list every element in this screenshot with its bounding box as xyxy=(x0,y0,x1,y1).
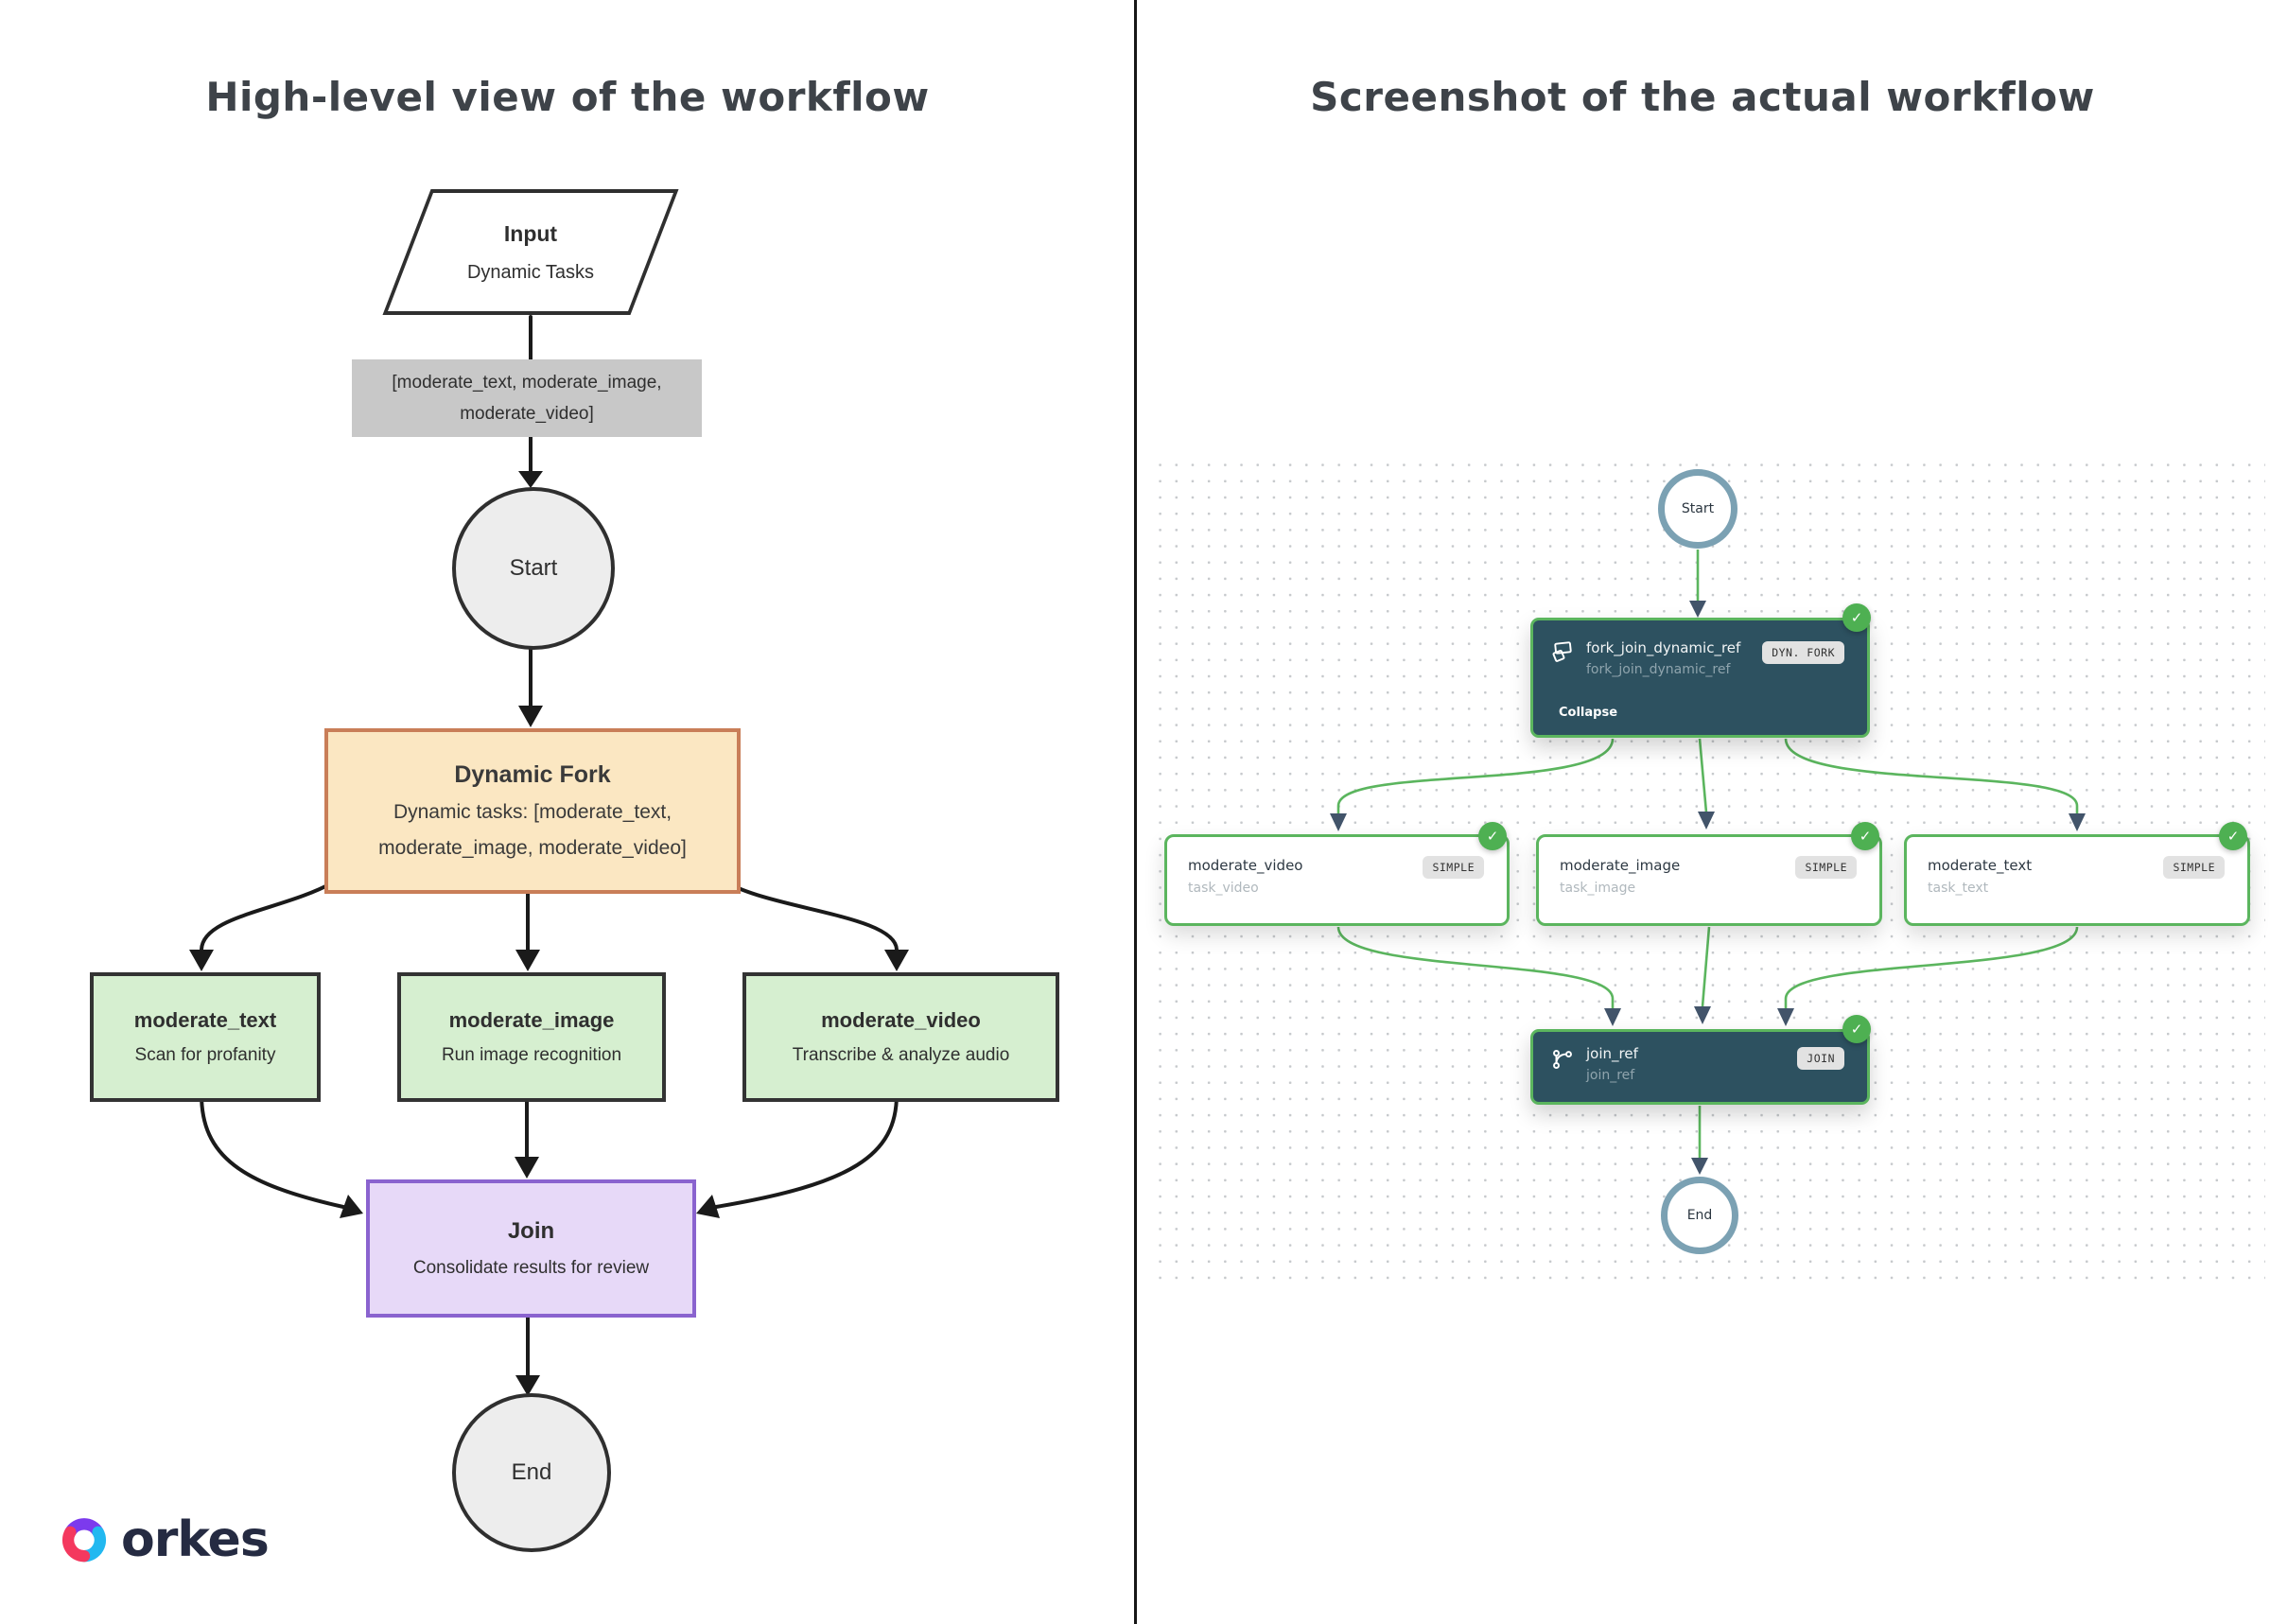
wf-task-ref: task_image xyxy=(1560,881,1636,896)
left-task-moderate-image: moderate_image Run image recognition xyxy=(397,972,666,1102)
wf-task-title: moderate_video xyxy=(1188,857,1303,874)
dynamic-fork-icon xyxy=(1550,639,1576,669)
left-join-node: Join Consolidate results for review xyxy=(366,1179,696,1318)
wf-task-type-badge: SIMPLE xyxy=(1423,856,1484,879)
wf-fork-collapse-link[interactable]: Collapse xyxy=(1559,706,1618,720)
task-subtitle: Scan for profanity xyxy=(134,1045,276,1065)
left-join-subtitle: Consolidate results for review xyxy=(412,1258,650,1278)
wf-join-node-card[interactable]: join_ref join_ref JOIN xyxy=(1530,1029,1870,1105)
task-title: moderate_text xyxy=(133,1008,277,1032)
right-panel-title: Screenshot of the actual workflow xyxy=(1310,74,2095,120)
wf-task-title: moderate_image xyxy=(1560,857,1681,874)
dynamic-tasks-label: [moderate_text, moderate_image, moderate… xyxy=(352,359,702,437)
left-fork-line1: Dynamic tasks: [moderate_text, xyxy=(393,801,672,823)
task-title: moderate_video xyxy=(821,1008,981,1032)
check-icon: ✓ xyxy=(1842,1015,1871,1043)
wf-task-moderate-video-card[interactable]: moderate_video task_video SIMPLE xyxy=(1164,834,1510,926)
wf-end-node[interactable]: End xyxy=(1661,1177,1738,1254)
task-subtitle: Run image recognition xyxy=(441,1045,622,1065)
dynamic-tasks-label-line1: [moderate_text, moderate_image, xyxy=(392,372,662,393)
wf-fork-type-badge: DYN. FORK xyxy=(1762,641,1844,664)
left-fork-line2: moderate_image, moderate_video] xyxy=(378,837,687,859)
wf-task-type-badge: SIMPLE xyxy=(2163,856,2225,879)
orkes-logo-icon xyxy=(59,1512,110,1568)
wf-task-ref: task_text xyxy=(1928,881,1989,896)
left-fork-title: Dynamic Fork xyxy=(454,761,611,788)
wf-start-node[interactable]: Start xyxy=(1658,469,1737,549)
left-join-title: Join xyxy=(507,1218,555,1244)
check-icon: ✓ xyxy=(1478,822,1507,850)
wf-join-type-badge: JOIN xyxy=(1797,1047,1844,1070)
wf-task-title: moderate_text xyxy=(1928,857,2033,874)
orkes-logo-wordmark: orkes xyxy=(121,1511,270,1568)
wf-task-type-badge: SIMPLE xyxy=(1795,856,1857,879)
orkes-logo: orkes xyxy=(59,1511,270,1568)
left-panel-title: High-level view of the workflow xyxy=(205,74,930,120)
wf-fork-title: fork_join_dynamic_ref xyxy=(1586,639,1741,656)
input-node-subtitle: Dynamic Tasks xyxy=(466,261,595,283)
left-dynamic-fork-node: Dynamic Fork Dynamic tasks: [moderate_te… xyxy=(324,728,741,894)
task-subtitle: Transcribe & analyze audio xyxy=(792,1045,1010,1065)
left-task-moderate-video: moderate_video Transcribe & analyze audi… xyxy=(742,972,1059,1102)
left-start-node: Start xyxy=(452,487,615,650)
check-icon: ✓ xyxy=(2219,822,2247,850)
wf-fork-node-card[interactable]: fork_join_dynamic_ref fork_join_dynamic_… xyxy=(1530,618,1870,738)
check-icon: ✓ xyxy=(1851,822,1879,850)
wf-fork-ref: fork_join_dynamic_ref xyxy=(1586,662,1731,677)
wf-task-ref: task_video xyxy=(1188,881,1259,896)
wf-task-moderate-text-card[interactable]: moderate_text task_text SIMPLE xyxy=(1904,834,2250,926)
wf-task-moderate-image-card[interactable]: moderate_image task_image SIMPLE xyxy=(1536,834,1882,926)
join-icon xyxy=(1550,1047,1575,1075)
left-task-moderate-text: moderate_text Scan for profanity xyxy=(90,972,321,1102)
wf-join-ref: join_ref xyxy=(1586,1068,1635,1083)
input-node: Input Dynamic Tasks xyxy=(382,189,679,315)
panel-divider xyxy=(1134,0,1137,1624)
left-end-node: End xyxy=(452,1393,611,1552)
task-title: moderate_image xyxy=(448,1008,615,1032)
dynamic-tasks-label-line2: moderate_video] xyxy=(460,403,594,424)
input-node-title: Input xyxy=(503,220,558,246)
check-icon: ✓ xyxy=(1842,603,1871,632)
wf-join-title: join_ref xyxy=(1586,1045,1638,1062)
